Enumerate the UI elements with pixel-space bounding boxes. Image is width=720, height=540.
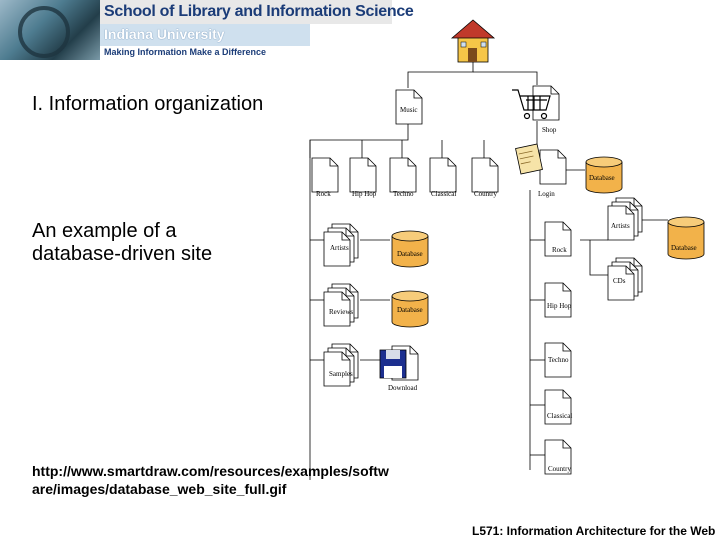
shop-genre-column: Rock Hip Hop Techno Classical Country xyxy=(544,221,572,475)
music-label: Music xyxy=(400,106,418,114)
database-icon: Database xyxy=(391,290,429,328)
shop-genre-label: Country xyxy=(548,465,571,473)
shop-genre-label: Hip Hop xyxy=(547,302,572,310)
shop-artists-label: Artists xyxy=(611,222,630,230)
database-label: Database xyxy=(671,244,697,252)
node-reviews: Reviews xyxy=(323,283,359,327)
source-url-line-2: are/images/database_web_site_full.gif xyxy=(32,481,287,497)
download-label: Download xyxy=(388,384,418,392)
node-shop: Shop xyxy=(512,85,560,134)
shop-genre-label: Classical xyxy=(547,412,572,420)
slide-footer: L571: Information Architecture for the W… xyxy=(472,524,716,538)
connector-lines xyxy=(309,62,668,480)
node-music: Music xyxy=(395,89,423,125)
banner-university: Indiana University xyxy=(104,26,225,42)
node-artists: Artists xyxy=(323,223,359,267)
shop-cds-label: CDs xyxy=(613,277,626,285)
database-label: Database xyxy=(397,306,423,314)
shop-genre-label: Rock xyxy=(552,246,567,254)
genre-label: Hip Hop xyxy=(352,190,377,198)
shop-genre-label: Techno xyxy=(548,356,569,364)
genre-label: Country xyxy=(474,190,497,198)
database-icon: Database xyxy=(667,216,705,260)
shop-label: Shop xyxy=(542,126,557,134)
login-label: Login xyxy=(538,190,555,198)
reviews-label: Reviews xyxy=(329,308,353,316)
slide-subtitle: An example of a database-driven site xyxy=(32,220,212,266)
samples-label: Samples xyxy=(329,370,353,378)
banner-photo-ring xyxy=(18,6,70,58)
home-icon xyxy=(450,19,496,63)
node-samples: Samples xyxy=(323,343,359,387)
floppy-disk-icon xyxy=(379,349,407,379)
database-icon: Database xyxy=(391,230,429,268)
sliis-banner: School of Library and Information Scienc… xyxy=(0,0,414,60)
genre-label: Classical xyxy=(431,190,456,198)
node-download: Download xyxy=(379,345,419,392)
database-icon: Database xyxy=(585,156,623,194)
genre-row: Rock Hip Hop Techno Classical Country xyxy=(311,157,499,198)
database-label: Database xyxy=(397,250,423,258)
slide-heading: I. Information organization xyxy=(32,93,264,115)
database-label: Database xyxy=(589,174,615,182)
banner-photo xyxy=(0,0,100,60)
shopping-cart-icon xyxy=(512,89,551,120)
node-shop-cds: CDs xyxy=(607,257,643,301)
banner-school-name: School of Library and Information Scienc… xyxy=(104,3,414,20)
scroll-icon xyxy=(515,143,543,175)
node-login: Login xyxy=(515,143,567,198)
source-url-line-1: http://www.smartdraw.com/resources/examp… xyxy=(32,463,389,479)
genre-label: Rock xyxy=(316,190,331,198)
subtitle-line-2: database-driven site xyxy=(32,243,213,265)
banner-tagline: Making Information Make a Difference xyxy=(104,47,267,57)
source-url[interactable]: http://www.smartdraw.com/resources/examp… xyxy=(32,462,389,498)
artists-label: Artists xyxy=(330,244,349,252)
subtitle-line-1: An example of a xyxy=(32,220,177,242)
node-shop-artists: Artists xyxy=(607,197,643,241)
genre-label: Techno xyxy=(393,190,414,198)
